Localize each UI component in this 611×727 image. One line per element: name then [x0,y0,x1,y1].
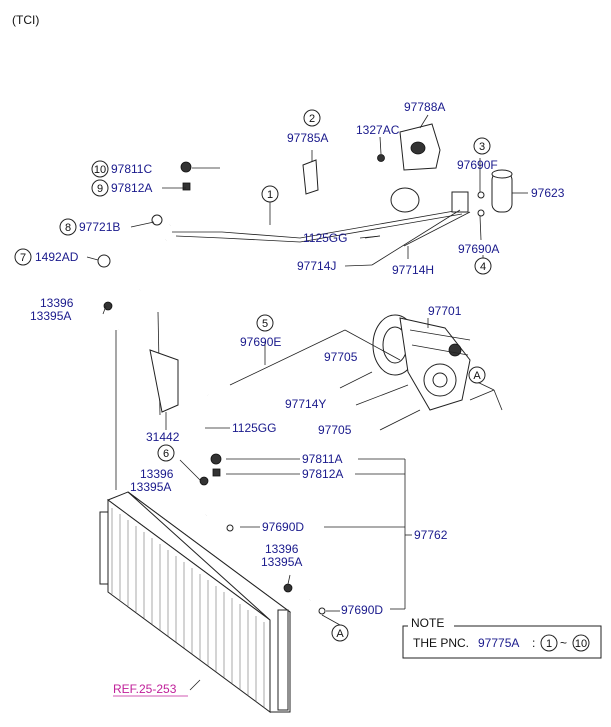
label-13396-c: 13396 [265,542,299,556]
label-13395A-a: 13395A [30,309,71,323]
lower-hose [199,453,345,615]
note-pnc: 97775A [478,636,519,650]
label-1327AC: 1327AC [356,123,400,137]
label-97690D-b: 97690D [341,603,383,617]
label-97762: 97762 [414,528,448,542]
label-97811A: 97811A [302,452,342,466]
suction-hose [167,187,469,243]
callout-7: 7 [20,252,26,264]
label-97812A-bottom: 97812A [302,467,343,481]
callout-10: 10 [94,164,106,176]
label-31442: 31442 [146,430,180,444]
note-prefix: THE PNC. [413,636,469,650]
note-range-start: 1 [546,638,552,650]
label-97690E: 97690E [240,335,281,349]
bolt-13396-a [103,301,113,311]
oring-97690A [477,209,485,217]
nut-1327AC [377,154,385,162]
valve-core-97812A [182,182,191,191]
part-labels: 97788A 97785A 1327AC 97690F 97623 97811C… [30,100,565,617]
bracket-97788A [399,123,441,171]
label-97714J: 97714J [297,259,336,273]
label-97788A: 97788A [404,100,445,114]
label-97705-a: 97705 [324,350,358,364]
label-97701: 97701 [428,304,462,318]
callout-3: 3 [479,141,485,153]
label-13395A-b: 13395A [130,480,171,494]
bolts-top [364,209,471,266]
label-97623: 97623 [531,186,565,200]
label-97721B: 97721B [79,220,120,234]
clamp-1492AD [97,254,111,268]
callout-2: 2 [309,113,315,125]
callout-markers: 1 2 3 4 5 6 7 8 9 10 A A [14,109,492,642]
label-97811C: 97811C [111,162,152,176]
label-1492AD: 1492AD [35,250,79,264]
bracket-97785A [302,159,319,195]
callout-A-compressor: A [473,370,481,382]
variant-label: (TCI) [12,13,39,27]
oring-97690F [477,191,485,199]
label-97812A-top: 97812A [111,181,152,195]
note-colon: : [532,636,535,650]
condenser [99,491,292,713]
callout-4: 4 [480,261,486,273]
cap-97811C [180,161,192,173]
compressor-bolts [339,371,421,431]
note-range-end: 10 [575,638,587,650]
receiver-drier [491,169,513,213]
callout-6: 6 [163,448,169,460]
label-97705-b: 97705 [318,423,352,437]
callout-5: 5 [262,318,268,330]
label-97690A: 97690A [458,242,499,256]
label-97690D-a: 97690D [262,520,304,534]
label-1125GG-top: 1125GG [303,231,347,245]
note-tilde: ~ [560,636,567,650]
note-title: NOTE [411,616,444,630]
leader-lines [86,114,528,691]
note-box: NOTE THE PNC. 97775A : 1 ~ 10 [402,616,602,659]
label-13396-a: 13396 [40,296,74,310]
discharge-hose [113,238,225,416]
compressor [372,314,471,411]
label-97714Y: 97714Y [285,397,326,411]
callout-1: 1 [267,189,273,201]
label-97690F: 97690F [457,158,498,172]
label-97785A: 97785A [287,131,328,145]
label-13395A-c: 13395A [261,555,302,569]
label-97714H: 97714H [392,263,434,277]
callout-A-bottom: A [336,628,344,640]
label-1125GG-bottom: 1125GG [232,421,276,435]
reference-link[interactable]: REF.25-253 [113,682,177,696]
label-13396-b: 13396 [140,467,174,481]
callout-8: 8 [65,222,71,234]
valve-97721B [151,214,163,226]
callout-9: 9 [97,183,103,195]
